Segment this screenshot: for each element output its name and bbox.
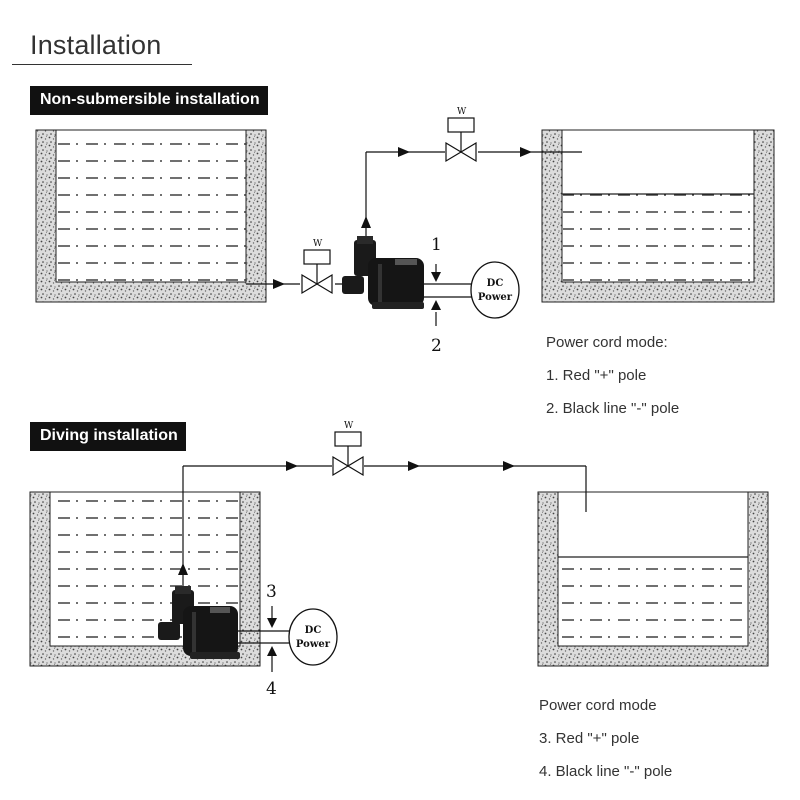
notes-line: 4. Black line "-" pole bbox=[539, 763, 673, 780]
notes-line: 2. Black line "-" pole bbox=[546, 400, 680, 417]
notes-heading: Power cord mode: bbox=[546, 334, 668, 351]
valve-label: W bbox=[344, 421, 354, 431]
valve-icon bbox=[332, 431, 364, 477]
power-cable-1 bbox=[424, 264, 472, 326]
dc-power-icon bbox=[288, 608, 338, 666]
target-tank-1 bbox=[541, 129, 775, 303]
valve-label: W bbox=[313, 239, 323, 249]
polarity-arrows-1 bbox=[431, 272, 441, 310]
dc-label: DC bbox=[487, 278, 504, 289]
polarity-arrows-2 bbox=[267, 618, 277, 656]
pump-icon bbox=[158, 586, 240, 659]
notes-line: 3. Red "+" pole bbox=[539, 730, 640, 747]
marker-red-pole: 1 bbox=[431, 235, 442, 255]
power-cord-notes-1: Power cord mode: 1. Red "+" pole 2. Blac… bbox=[546, 326, 679, 425]
power-label: Power bbox=[478, 292, 513, 303]
valve-label: W bbox=[457, 107, 467, 117]
valve-icon bbox=[301, 249, 333, 295]
diving-banner: Diving installation bbox=[30, 422, 186, 451]
flow-arrows-1 bbox=[273, 147, 532, 289]
title-underline bbox=[12, 64, 192, 65]
power-label: Power bbox=[296, 639, 331, 650]
notes-heading: Power cord mode bbox=[539, 697, 657, 714]
notes-line: 1. Red "+" pole bbox=[546, 367, 647, 384]
dc-label: DC bbox=[305, 625, 322, 636]
source-tank-1 bbox=[35, 129, 267, 303]
flow-arrows-2 bbox=[178, 461, 515, 575]
target-tank-2 bbox=[537, 491, 769, 667]
power-cord-notes-2: Power cord mode 3. Red "+" pole 4. Black… bbox=[539, 689, 672, 788]
pump-icon bbox=[342, 236, 424, 309]
marker-red-pole: 3 bbox=[266, 582, 277, 602]
marker-black-pole: 4 bbox=[266, 679, 277, 699]
valve-icon bbox=[445, 117, 477, 163]
dc-power-icon bbox=[470, 261, 520, 319]
non-submersible-banner: Non-submersible installation bbox=[30, 86, 268, 115]
marker-black-pole: 2 bbox=[431, 336, 442, 356]
page-title: Installation bbox=[30, 30, 162, 60]
